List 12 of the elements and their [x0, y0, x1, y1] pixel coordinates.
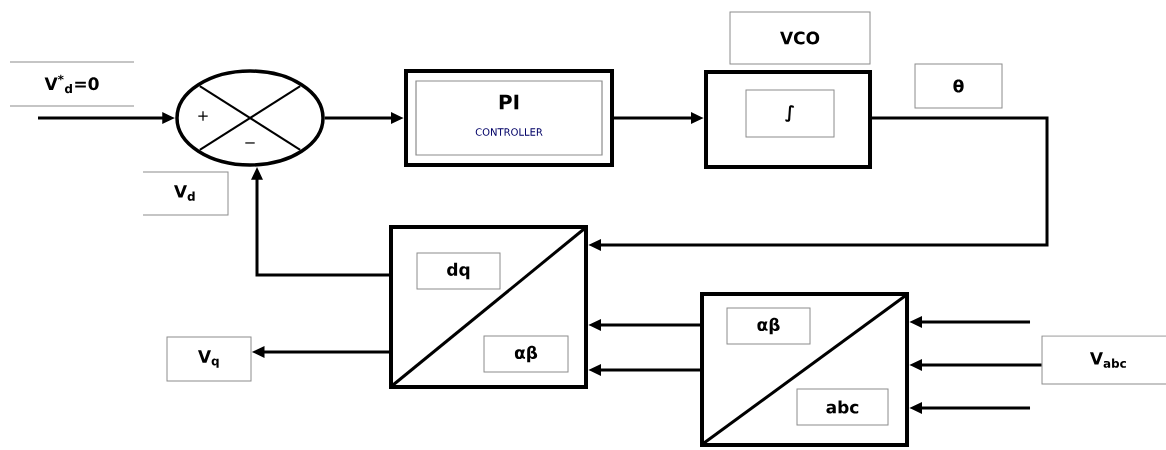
signal-label: V$_{d}$ — [142, 171, 229, 216]
frame-label: αβ — [483, 335, 569, 373]
block-title: VCO — [729, 11, 871, 65]
frame-label: abc — [796, 388, 889, 426]
signal-label: V$_{q}$ — [166, 336, 252, 382]
signal-label: θ — [914, 63, 1003, 109]
summing-junction: + − — [175, 69, 325, 167]
frame-label: αβ — [726, 307, 811, 345]
signal-label: V$_{abc}$ — [1041, 335, 1166, 385]
frame-label: dq — [416, 252, 501, 290]
signal-label: V$^{*}$$_{d}$=0 — [44, 74, 99, 94]
controller-block: PI CONTROLLER — [404, 69, 614, 167]
